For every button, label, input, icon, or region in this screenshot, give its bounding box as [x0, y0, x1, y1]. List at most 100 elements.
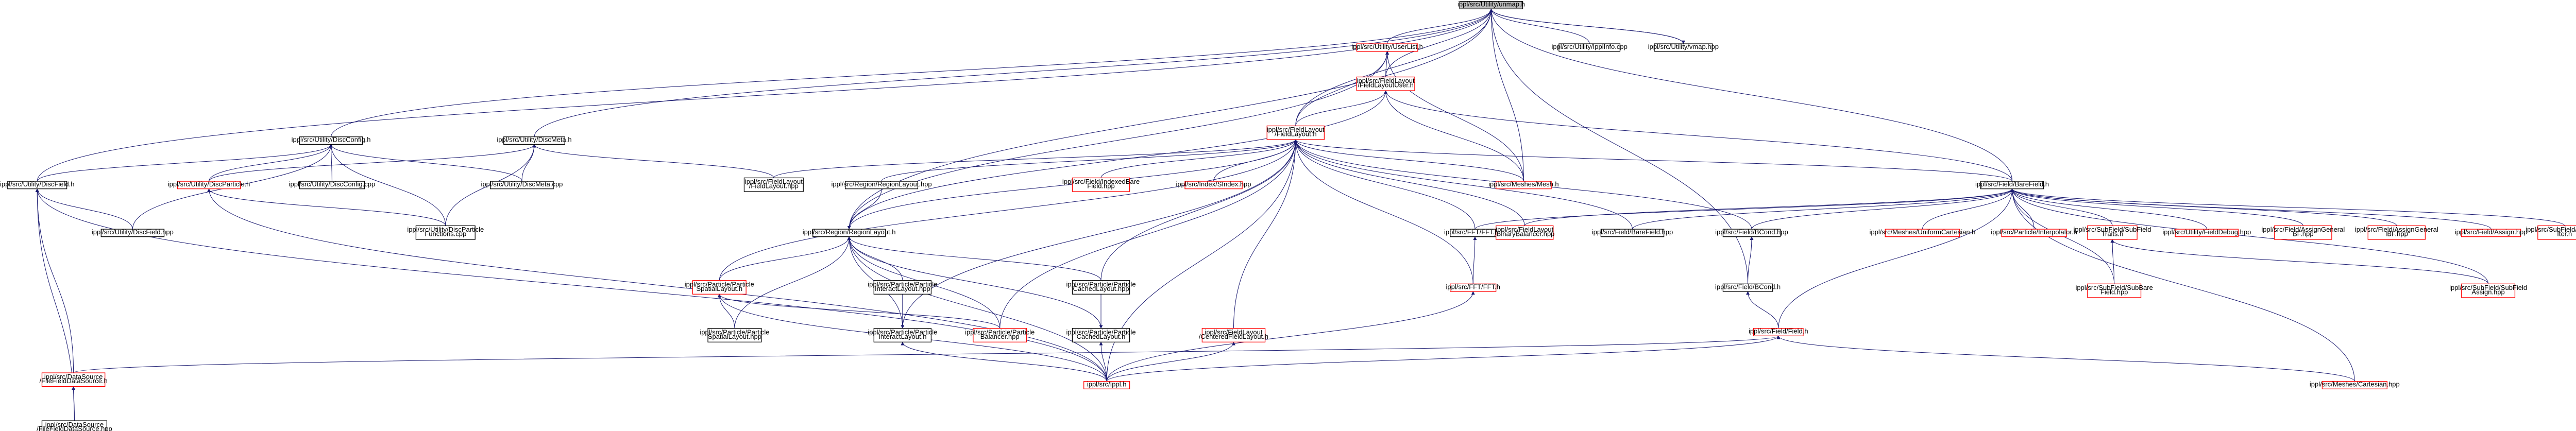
file-node-fieldlayoutuser-h[interactable]: ippl/src/FieldLayout/FieldLayoutUser.h: [1356, 76, 1415, 91]
file-node-label: ippl/src/Utility/DiscParticle: [407, 226, 484, 233]
include-edge: [901, 341, 1107, 382]
file-node-box: [503, 136, 565, 145]
file-node-box: [1885, 229, 1960, 237]
file-node-meshesmesh-h[interactable]: ippl/src/Meshes/Mesh.h: [1488, 180, 1559, 189]
file-node-label: ippl/src/Field/AssignGeneral: [2261, 226, 2345, 233]
file-node-fieldlayout-hpp[interactable]: ippl/src/FieldLayout/FieldLayout.hpp: [743, 177, 804, 192]
file-node-box: [299, 181, 365, 189]
include-edge: [849, 50, 1389, 230]
file-node-regionlayout-hpp[interactable]: ippl/src/Region/RegionLayout.hpp: [832, 180, 932, 189]
file-node-unimap-hpp[interactable]: ippl/src/Utility/vmap.hpp: [1648, 43, 1719, 52]
file-node-label: ippl/src/Particle/Particle: [700, 328, 769, 336]
include-edge: [847, 236, 1101, 281]
file-node-discconfig-h[interactable]: ippl/src/Utility/DiscConfig.h: [292, 136, 371, 145]
file-node-label: ippl/src/Field/BareField.hpp: [1592, 228, 1673, 236]
file-node-label: InteractLayout.h: [878, 333, 926, 340]
file-node-particleinterpolator[interactable]: ippl/src/Particle/Interpolator.h: [1991, 228, 2077, 237]
file-node-box: [1072, 280, 1130, 295]
file-node-indexedsindex-h[interactable]: ippl/src/Index/SIndex.hpp: [1176, 180, 1251, 189]
file-node-uniformcartesian[interactable]: ippl/src/Meshes/UniformCartesian.h: [1870, 228, 1976, 237]
file-node-box: [692, 280, 747, 295]
file-node-ffft-h[interactable]: ippl/src/FFT/FFT.h: [1446, 283, 1500, 292]
file-node-fieldassign[interactable]: ippl/src/Field/Assign.hpp: [2455, 228, 2528, 237]
file-node-box: [743, 177, 804, 192]
include-edge: [1778, 188, 2014, 329]
file-node-box: [2537, 225, 2576, 240]
file-node-binarybalancer[interactable]: ippl/src/FieldLayout/BinaryBalancer.hpp: [1495, 225, 1554, 240]
file-node-particlespatiallayout-h[interactable]: ippl/src/Particle/ParticleSpatialLayout.…: [685, 280, 754, 295]
include-edge: [717, 294, 735, 329]
file-node-particlecachedlayout-hpp[interactable]: ippl/src/Particle/ParticleCachedLayout.h…: [1066, 280, 1136, 295]
file-node-label: ippl/src/FFT/FFT.hpp: [1444, 228, 1506, 236]
include-edge: [849, 90, 1388, 230]
include-edge: [1490, 9, 1685, 44]
file-node-ipplinfo-cpp[interactable]: ippl/src/Utility/IpplInfo.cpp: [1551, 43, 1628, 52]
include-edge: [1295, 8, 1493, 126]
include-edge: [1106, 139, 1298, 382]
file-node-fielddebug[interactable]: ippl/src/Utility/FieldDebug.hpp: [2162, 228, 2251, 237]
file-node-label: ippl/src/SubField/SubField: [2526, 226, 2576, 233]
file-node-label: ippl/src/Utility/DiscField.hpp: [92, 228, 174, 236]
file-node-userlist-h[interactable]: ippl/src/Utility/UserList.h: [1351, 43, 1423, 52]
file-node-bcond-h[interactable]: ippl/src/Field/BCond.h: [1715, 283, 1781, 292]
file-node-box: [2461, 229, 2521, 237]
include-edge: [1748, 236, 1754, 284]
include-edge: [37, 8, 1493, 182]
file-node-label: ippl/src/FFT/FFT.h: [1446, 283, 1500, 290]
file-node-field-h[interactable]: ippl/src/Field/Field.h: [1749, 327, 1808, 336]
file-node-label: ippl/src/SubField/SubField: [2449, 284, 2527, 291]
include-edge: [1295, 90, 1388, 126]
file-node-fftfft-hpp[interactable]: ippl/src/FFT/FFT.hpp: [1444, 228, 1506, 237]
file-node-label: ippl/src/Utility/vmap.hpp: [1648, 43, 1719, 50]
file-node-label: ippl/src/DataSource: [44, 373, 103, 381]
file-node-box: [2175, 229, 2239, 237]
file-node-discfield-hpp[interactable]: ippl/src/Utility/DiscField.hpp: [92, 228, 174, 237]
file-node-regionlayout-h[interactable]: ippl/src/Region/RegionLayout.h: [803, 228, 896, 237]
file-node-label: Iter.h: [2557, 230, 2572, 238]
file-node-bcond-hpp[interactable]: ippl/src/Field/BCond.hpp: [1715, 228, 1788, 237]
file-node-discmeta-cpp[interactable]: ippl/src/Utility/DiscMeta.cpp: [481, 180, 563, 189]
file-node-discparticle-h[interactable]: ippl/src/Utility/DiscParticle.h: [168, 180, 250, 189]
file-node-meshescartesian[interactable]: ippl/src/Meshes/Cartesian.hpp: [2310, 381, 2400, 389]
include-edge: [1489, 8, 2013, 182]
file-node-particleinteractlayout-hpp[interactable]: ippl/src/Particle/ParticleInteractLayout…: [868, 280, 937, 295]
include-edge: [1489, 8, 1590, 44]
file-node-label: CachedLayout.hpp: [1073, 285, 1129, 292]
dependency-edges: [35, 8, 2565, 421]
file-node-barefield-hpp[interactable]: ippl/src/Field/BareField.hpp: [1592, 228, 1673, 237]
file-node-box: [177, 181, 241, 189]
file-node-discfield-h[interactable]: ippl/src/Utility/DiscField.h: [0, 180, 74, 189]
file-node-label: Traits.h: [2102, 230, 2124, 238]
include-edge: [1751, 188, 2014, 230]
file-node-filefielddatasource-hpp[interactable]: ippl/src/DataSource/FileFieldDataSource.…: [37, 420, 112, 431]
file-node-discconfig-cpp[interactable]: ippl/src/Utility/DiscConfig.cpp: [289, 180, 376, 189]
include-edge: [1387, 8, 1493, 44]
file-node-label: ippl/src/Meshes/UniformCartesian.h: [1870, 228, 1976, 236]
file-node-discparticlefunctions[interactable]: ippl/src/Utility/DiscParticleFunctions.c…: [407, 225, 484, 240]
file-node-label: ippl/src/Field/AssignGeneral: [2355, 226, 2438, 233]
file-node-fieldlayout-h[interactable]: ippl/src/FieldLayout/FieldLayout.h: [1266, 125, 1325, 140]
file-node-barefield-h[interactable]: ippl/src/Field/BareField.h: [1975, 180, 2049, 189]
include-edge: [1294, 139, 1633, 230]
file-node-box: [1753, 328, 1804, 336]
file-node-discmeta-h[interactable]: ippl/src/Utility/DiscMeta.h: [497, 136, 572, 145]
file-node-box: [1600, 229, 1665, 237]
include-edge: [2110, 239, 2489, 284]
file-node-label: /FieldLayout.hpp: [749, 182, 799, 190]
file-node-unimap-h[interactable]: ippl/src/Utility/unmap.h: [1458, 1, 1525, 9]
file-node-label: ippl/src/Index/SIndex.hpp: [1176, 180, 1251, 188]
file-node-filefielddatasource-h[interactable]: ippl/src/DataSource/FileFieldDataSource.…: [39, 372, 108, 387]
file-node-particlespatiallayout-hpp[interactable]: ippl/src/Particle/ParticleSpatialLayout.…: [700, 328, 769, 342]
file-node-centeredfieldlayout[interactable]: ippl/src/FieldLayout/CenteredFieldLayout…: [1199, 328, 1268, 342]
file-node-ippl-h[interactable]: ippl/src/Ippl.h: [1083, 381, 1130, 389]
file-node-particleinteractlayout-h[interactable]: ippl/src/Particle/ParticleInteractLayout…: [868, 328, 937, 342]
